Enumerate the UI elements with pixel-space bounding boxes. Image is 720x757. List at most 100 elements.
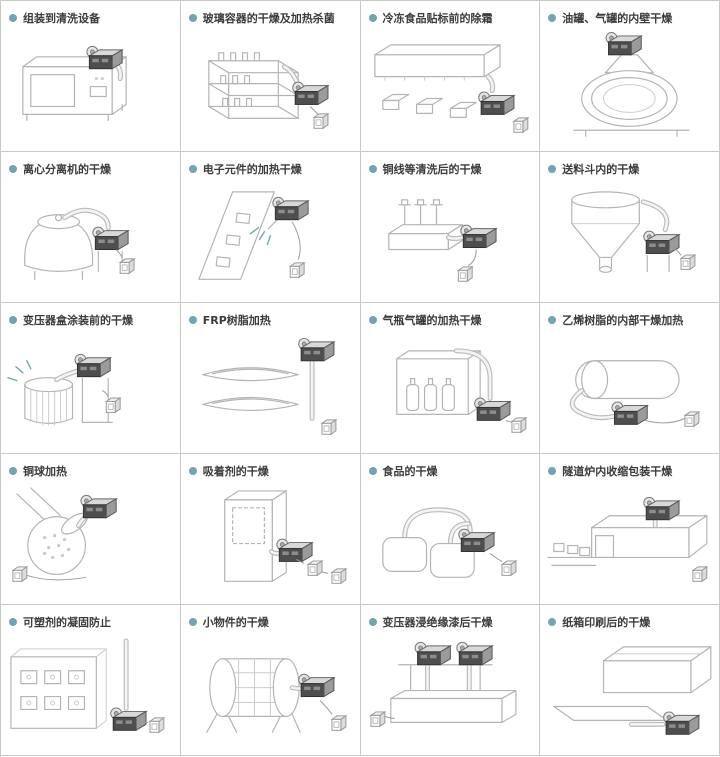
grid-cell: 小物件的干燥 [180,605,361,756]
cell-label: 玻璃容器的干燥及加热杀菌 [202,12,335,25]
cell-header: 乙烯树脂的内部干燥加热 [540,303,719,329]
carton-printing-illustration [553,646,712,735]
cell-label: 小物件的干燥 [202,616,269,629]
dryer-unit-icon [272,196,309,221]
bullet-icon [9,165,17,173]
grid-cell: 气瓶气罐的加热干燥 [360,303,541,454]
control-box-icon [684,411,700,427]
control-box-icon [331,568,347,584]
illustration [1,27,180,151]
bullet-icon [548,316,557,324]
tank-inner-wall-illustration [573,31,690,137]
bullet-icon [368,14,377,22]
dryer-unit-icon [455,641,493,666]
varnish-drying-illustration [369,641,517,727]
illustration [361,27,540,151]
dryer-unit-icon [86,45,123,70]
control-box-icon [12,566,28,582]
cell-header: 油罐、气罐的内壁干燥 [540,1,719,27]
cell-header: 玻璃容器的干燥及加热杀菌 [181,1,360,27]
grid-cell: 纸箱印刷后的干燥 [540,605,720,756]
dryer-unit-icon [92,226,129,250]
food-drying-illustration [381,507,516,578]
dryer-unit-icon [110,707,147,731]
cell-label: 乙烯树脂的内部干燥加热 [562,314,684,327]
cell-label: 食品的干燥 [382,465,438,478]
cell-header: 变压器盒涂装前的干燥 [1,303,180,329]
grid-cell: 冷冻食品贴标前的除霜 [360,1,541,152]
grid-cell: 食品的干燥 [360,454,541,605]
cell-header: 可塑剂的凝固防止 [1,605,180,631]
cell-header: 食品的干燥 [361,454,540,480]
conveyor-defrost-illustration [373,44,528,133]
control-box-icon [510,417,526,433]
hopper-illustration [571,191,696,273]
plasticizer-illustration [10,638,165,733]
illustration [361,329,540,453]
grid-cell: 隧道炉内收缩包装干燥 [540,454,720,605]
cell-header: 冷冻食品贴标前的除霜 [361,1,540,27]
grid-cell: 变压器浸绝缘漆后干燥 [360,605,541,756]
cell-header: 离心分离机的干燥 [1,152,180,178]
cell-header: 铜球加热 [1,454,180,480]
dryer-unit-icon [611,401,648,425]
illustration [361,631,540,755]
cell-label: 冷冻食品贴标前的除霜 [382,12,493,25]
cell-header: 吸着剂的干燥 [181,454,360,480]
cell-header: 小物件的干燥 [181,605,360,631]
dryer-unit-icon [473,397,510,421]
grid-cell: 铜线等清洗后的干燥 [360,152,541,303]
dryer-unit-icon [605,31,643,56]
control-box-icon [105,397,121,413]
bullet-icon [548,165,557,173]
electronics-illustration [198,191,309,280]
grid-cell: 变压器盒涂装前的干燥 [1,303,181,454]
copper-ball-illustration [12,487,117,582]
bullet-icon [368,467,377,475]
dryer-unit-icon [74,353,111,378]
cell-label: 隧道炉内收缩包装干燥 [562,465,673,478]
control-box-icon [680,254,696,270]
control-box-icon [307,560,323,576]
illustration [1,480,180,604]
cell-header: 铜线等清洗后的干燥 [361,152,540,178]
cell-label: 变压器盒涂装前的干燥 [23,314,133,327]
cell-label: FRP树脂加热 [202,314,271,327]
copper-wire-illustration [387,199,497,282]
bullet-icon [188,316,197,324]
illustration [1,178,180,302]
cell-header: 送料斗内的干燥 [540,152,719,178]
cell-label: 离心分离机的干燥 [23,163,111,176]
grid-cell: 铜球加热 [1,454,181,605]
dryer-unit-icon [663,711,700,735]
illustration [361,178,540,302]
cell-label: 油罐、气罐的内壁干燥 [562,12,673,25]
illustration [1,329,180,453]
grid-cell: 送料斗内的干燥 [540,152,720,303]
illustration [540,631,719,755]
bullet-icon [9,467,17,475]
cell-header: 纸箱印刷后的干燥 [540,605,719,631]
cell-label: 可塑剂的凝固防止 [23,616,111,629]
control-box-icon [512,117,528,133]
illustration [540,27,719,151]
cell-label: 吸着剂的干燥 [202,465,269,478]
bullet-icon [188,618,197,626]
glass-rack-illustration [207,52,329,129]
illustration [181,329,360,453]
dryer-unit-icon [459,224,497,249]
dryer-unit-icon [297,337,335,362]
bullet-icon [368,316,377,324]
gas-cylinder-illustration [395,348,526,433]
tunnel-oven-illustration [547,496,708,582]
illustration [1,631,180,755]
bullet-icon [9,14,17,22]
cell-label: 纸箱印刷后的干燥 [562,616,651,629]
grid-cell: 吸着剂的干燥 [180,454,361,605]
control-box-icon [313,113,329,129]
cell-header: 电子元件的加热干燥 [181,152,360,178]
control-box-icon [149,717,165,733]
control-box-icon [289,262,305,278]
control-box-icon [321,419,337,435]
grid-cell: 可塑剂的凝固防止 [1,605,181,756]
